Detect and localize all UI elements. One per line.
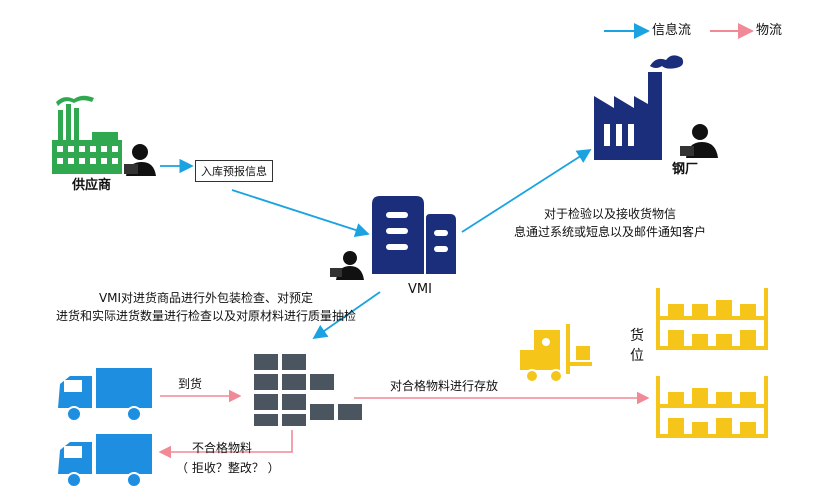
arrow-warehouse-to-truck [158, 430, 293, 459]
legend-info-flow-label: 信息流 [652, 23, 692, 38]
arrow-notice-to-vmi [231, 189, 370, 237]
notify-text-line2: 息通过系统或短息以及邮件通知客户 [513, 225, 706, 239]
supplier-operator-icon [124, 144, 156, 176]
legend-material-flow-label: 物流 [756, 23, 783, 38]
arrow-vmi-to-plant [461, 149, 592, 233]
steel-plant-label: 钢厂 [672, 162, 699, 177]
supplier-label: 供应商 [72, 178, 112, 193]
reject-or-fix-label: （ 拒收？整改？ ） [176, 461, 280, 475]
warehouse-goods-icon [254, 354, 362, 426]
vmi-building-icon [372, 196, 456, 274]
unqualified-label: 不合格物料 [192, 441, 253, 455]
arrival-label: 到货 [178, 377, 203, 391]
storage-label: 货位 [630, 328, 644, 364]
steel-plant-operator-icon [680, 124, 718, 158]
forklift-icon [520, 324, 592, 383]
arrow-vmi-to-warehouse [312, 291, 381, 340]
storage-shelf-top-icon [656, 288, 768, 350]
notify-text-line1: 对于检验以及接收货物信 [543, 207, 676, 221]
store-qualified-label: 对合格物料进行存放 [390, 379, 499, 393]
inspection-text-line2: 进货和实际进货数量进行检查以及对原材料进行质量抽检 [55, 309, 356, 323]
inspection-text-line1: VMI对进货商品进行外包装检查、对预定 [98, 291, 314, 305]
steel-plant-factory-icon [594, 55, 684, 160]
storage-shelf-bottom-icon [656, 376, 768, 438]
vmi-label: VMI [408, 282, 432, 297]
arrival-truck-icon [58, 368, 152, 422]
supplier-factory-icon [52, 95, 122, 174]
vmi-operator-icon [330, 251, 364, 280]
pre-notice-box: 入库预报信息 [195, 160, 273, 182]
unqualified-truck-icon [58, 434, 152, 488]
